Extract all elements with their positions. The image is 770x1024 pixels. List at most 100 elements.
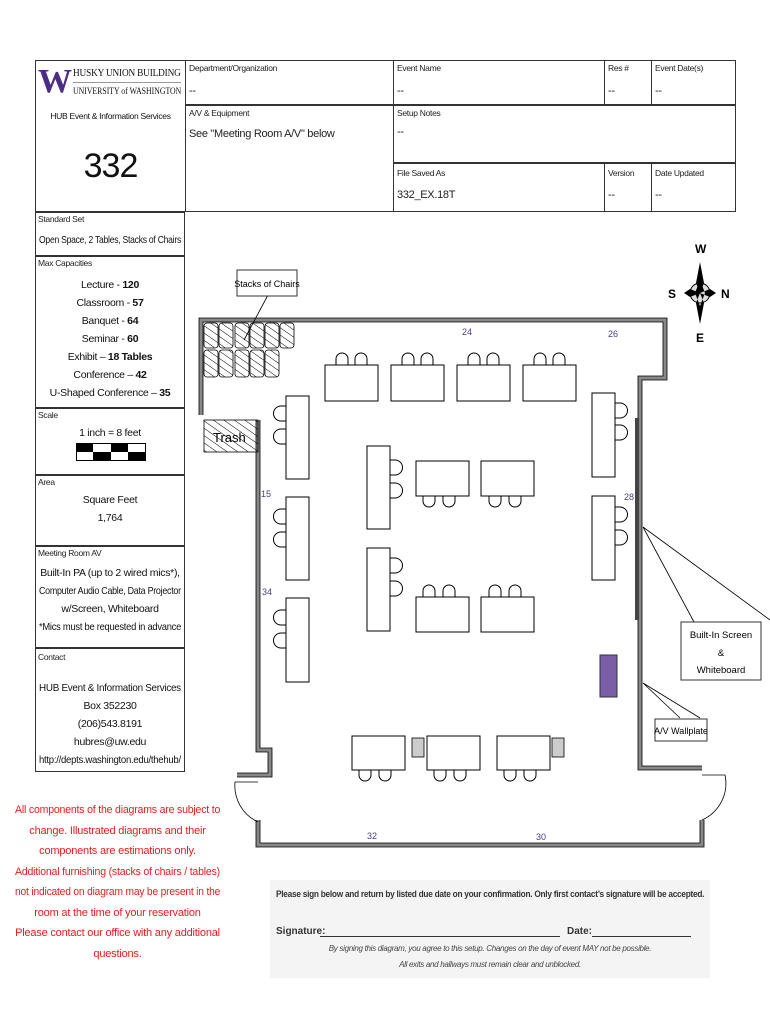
screen-callout-box	[680, 621, 762, 681]
svg-text:34: 34	[262, 587, 272, 597]
screen-callout-line1: Built-In Screen	[690, 630, 752, 641]
file-saved-as-value: 332_EX.18T	[397, 189, 456, 201]
svg-text:28: 28	[624, 492, 634, 502]
av-equipment-value: See "Meeting Room A/V" below	[189, 128, 335, 140]
stacks-callout-line	[243, 294, 269, 341]
tables	[273, 352, 628, 782]
res-number-label: Res #	[608, 63, 629, 73]
wallplate-callout-label: A/V Wallplate	[654, 726, 708, 736]
projector-cart	[599, 654, 618, 698]
av-line: Built-In PA (up to 2 wired mics*),	[40, 567, 180, 579]
contact-url[interactable]: http://depts.washington.edu/thehub/	[39, 754, 181, 766]
file-saved-as-label: File Saved As	[397, 168, 446, 178]
svg-text:24: 24	[462, 327, 472, 337]
event-name-label: Event Name	[397, 63, 441, 73]
svg-text:26: 26	[608, 329, 618, 339]
svg-text:S: S	[668, 287, 676, 301]
built-in-screen	[635, 418, 639, 620]
room-walls-inner	[198, 317, 705, 848]
area-value: 1,764	[97, 512, 123, 524]
event-dates-value: --	[655, 85, 662, 97]
screen-callout	[642, 526, 770, 719]
contact-label: Contact	[38, 652, 66, 662]
trash-area	[203, 419, 259, 453]
date-updated-value: --	[655, 189, 662, 201]
logo-divider	[73, 82, 181, 83]
svg-text:N: N	[721, 287, 730, 301]
meeting-room-av-list: Built-In PA (up to 2 wired mics*), Compu…	[39, 564, 181, 636]
scale-section: Scale 1 inch = 8 feet	[35, 407, 185, 475]
compass-icon: W S N E	[668, 242, 730, 345]
svg-text:W: W	[695, 242, 707, 256]
contact-email[interactable]: hubres@uw.edu	[73, 736, 147, 748]
event-name-value: --	[397, 85, 404, 97]
signature-panel: Please sign below and return by listed d…	[270, 880, 710, 978]
signature-note2: All exits and hallways must remain clear…	[399, 960, 581, 969]
door-left	[234, 781, 259, 823]
signature-label: Signature:	[276, 926, 326, 937]
contact-list: HUB Event & Information Services Box 352…	[39, 679, 181, 769]
trash-label: Trash	[213, 430, 246, 445]
logo-line2: UNIVERSITY of WASHINGTON	[73, 86, 182, 96]
department-value: --	[189, 85, 196, 97]
signature-note1: By signing this diagram, you agree to th…	[328, 944, 652, 953]
room-walls	[199, 318, 704, 847]
av-equipment-field[interactable]: A/V & Equipment See "Meeting Room A/V" b…	[185, 105, 394, 212]
dimension-labels: 24 26 15 28 34 32 30	[261, 327, 634, 842]
file-saved-as-field[interactable]: File Saved As 332_EX.18T	[393, 163, 605, 212]
bottom-box-left	[411, 737, 425, 758]
max-capacities-section: Max Capacities Lecture - 120 Classroom -…	[35, 255, 185, 408]
date-label: Date:	[567, 926, 593, 937]
date-updated-field[interactable]: Date Updated --	[651, 163, 736, 212]
date-line[interactable]	[592, 936, 691, 937]
svg-text:15: 15	[261, 489, 271, 499]
svg-text:32: 32	[367, 831, 377, 841]
contact-phone[interactable]: (206)543.8191	[77, 718, 143, 730]
setup-notes-value: --	[397, 126, 404, 138]
stacks-of-chairs	[203, 322, 295, 378]
signature-line[interactable]	[320, 936, 560, 937]
capacity-item: Banquet - 64	[81, 315, 139, 327]
capacity-item: Lecture - 120	[81, 279, 139, 291]
logo-subtitle: HUB Event & Information Services	[50, 111, 171, 121]
scale-value: 1 inch = 8 feet	[79, 427, 141, 439]
room-number: 332	[83, 147, 139, 185]
capacity-list: Lecture - 120 Classroom - 57 Banquet - 6…	[39, 276, 181, 402]
standard-set-label: Standard Set	[38, 214, 85, 224]
setup-notes-label: Setup Notes	[397, 108, 441, 118]
uw-w-logo: W	[38, 63, 72, 100]
area-unit: Square Feet	[82, 494, 138, 506]
bottom-box-right	[551, 737, 565, 758]
wallplate-callout-box	[654, 718, 708, 742]
screen-callout-line3: Whiteboard	[697, 665, 746, 676]
av-line: w/Screen, Whiteboard	[61, 603, 159, 615]
svg-text:E: E	[696, 331, 704, 345]
meeting-room-av-section: Meeting Room AV Built-In PA (up to 2 wir…	[35, 545, 185, 648]
date-updated-label: Date Updated	[655, 168, 704, 178]
event-dates-label: Event Date(s)	[655, 63, 704, 73]
contact-org: HUB Event & Information Services	[39, 682, 181, 694]
capacity-item: Seminar - 60	[81, 333, 139, 345]
logo-line1: HUSKY UNION BUILDING	[73, 67, 181, 79]
floor-plan: Trash Stacks of Chairs 24 26 15 28 34 32…	[198, 242, 770, 848]
disclaimer: All components of the diagrams are subje…	[15, 804, 221, 960]
svg-text:30: 30	[536, 832, 546, 842]
max-capacities-label: Max Capacities	[38, 258, 92, 268]
av-equipment-label: A/V & Equipment	[189, 108, 250, 118]
version-label: Version	[608, 168, 635, 178]
stacks-callout-box	[236, 269, 298, 297]
av-line: *Mics must be requested in advance	[39, 621, 182, 633]
capacity-item: Conference – 42	[73, 369, 147, 381]
contact-section: Contact HUB Event & Information Services…	[35, 647, 185, 772]
version-value: --	[608, 189, 615, 201]
scale-bar-icon	[76, 443, 146, 461]
meeting-room-av-label: Meeting Room AV	[38, 548, 102, 558]
capacity-item: U-Shaped Conference – 35	[49, 387, 171, 399]
av-line: Computer Audio Cable, Data Projector	[39, 585, 181, 597]
signature-instruction: Please sign below and return by listed d…	[276, 889, 705, 900]
scale-label: Scale	[38, 410, 58, 420]
logo-cell: W HUSKY UNION BUILDING UNIVERSITY of WAS…	[35, 60, 186, 212]
door-right	[701, 774, 727, 821]
res-number-value: --	[608, 85, 615, 97]
